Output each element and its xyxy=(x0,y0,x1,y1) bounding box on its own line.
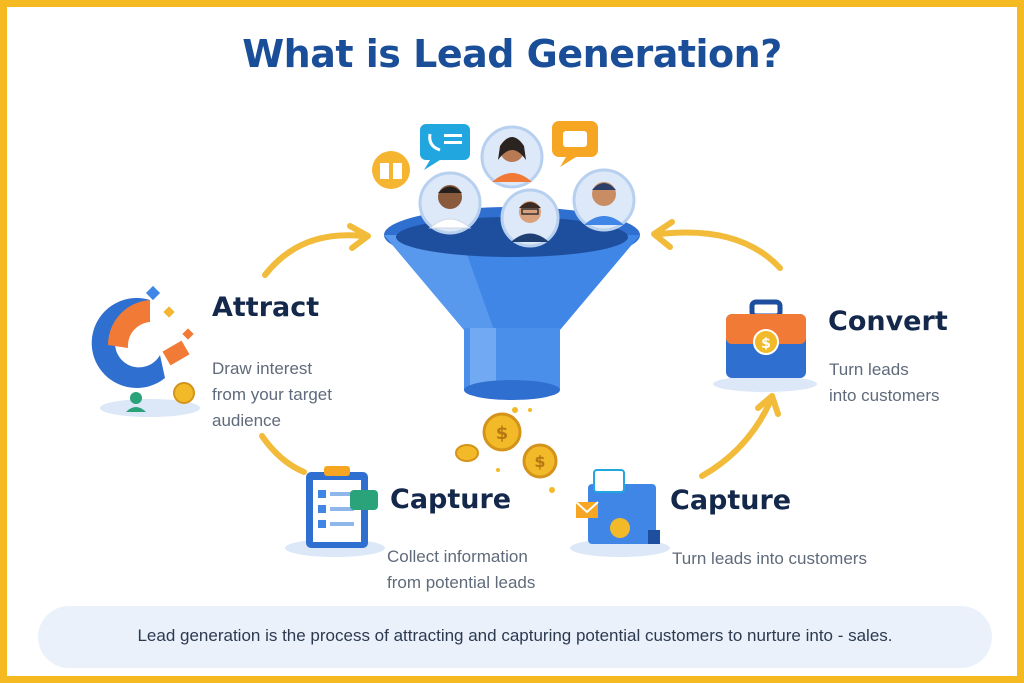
coin-icon xyxy=(455,444,479,462)
gift-icon xyxy=(372,151,410,189)
clipboard-form-icon xyxy=(285,466,385,557)
curved-arrow-icon xyxy=(262,223,371,278)
definition-text: Lead generation is the process of attrac… xyxy=(137,626,893,645)
step-desc-attract: Draw interest from your target audience xyxy=(212,356,332,434)
page-title: What is Lead Generation? xyxy=(242,32,782,76)
step-desc-convert: Turn leads into customers xyxy=(829,357,940,409)
curved-arrow-icon xyxy=(699,393,781,479)
definition-banner: Lead generation is the process of attrac… xyxy=(38,606,992,668)
step-heading-capture-leads: Capture xyxy=(670,485,792,516)
desc-line: Turn leads xyxy=(829,360,909,379)
desc-line: audience xyxy=(212,411,282,430)
funnel-icon xyxy=(384,207,640,400)
desc-line: Draw interest xyxy=(212,359,313,378)
svg-text:$: $ xyxy=(496,423,509,444)
person-avatar-icon xyxy=(500,188,560,248)
step-heading-attract: Attract xyxy=(212,292,320,323)
desc-line: into customers xyxy=(829,386,940,405)
person-avatar-icon xyxy=(480,125,544,189)
chat-bubble-icon xyxy=(552,121,598,167)
desc-line: Turn leads into customers xyxy=(672,549,867,568)
step-desc-capture-info: Collect information from potential leads xyxy=(387,544,535,596)
magnet-icon xyxy=(91,285,200,417)
desc-line: from potential leads xyxy=(387,573,536,592)
person-avatar-icon xyxy=(418,171,482,235)
curved-arrow-icon xyxy=(259,433,307,475)
svg-text:$: $ xyxy=(761,336,771,352)
desc-line: from your target xyxy=(212,385,332,404)
step-heading-capture-info: Capture xyxy=(390,484,512,515)
person-avatar-icon xyxy=(572,168,636,232)
svg-text:$: $ xyxy=(534,452,545,471)
curved-arrow-icon xyxy=(651,219,783,271)
desc-line: Collect information xyxy=(387,547,528,566)
step-heading-convert: Convert xyxy=(828,306,948,337)
step-desc-capture-leads: Turn leads into customers xyxy=(672,546,867,572)
coin-icon: $ xyxy=(522,443,558,479)
briefcase-icon: $ xyxy=(713,299,817,392)
email-dashboard-icon xyxy=(570,469,670,557)
coin-icon: $ xyxy=(482,412,522,452)
phone-chat-icon xyxy=(420,124,470,170)
